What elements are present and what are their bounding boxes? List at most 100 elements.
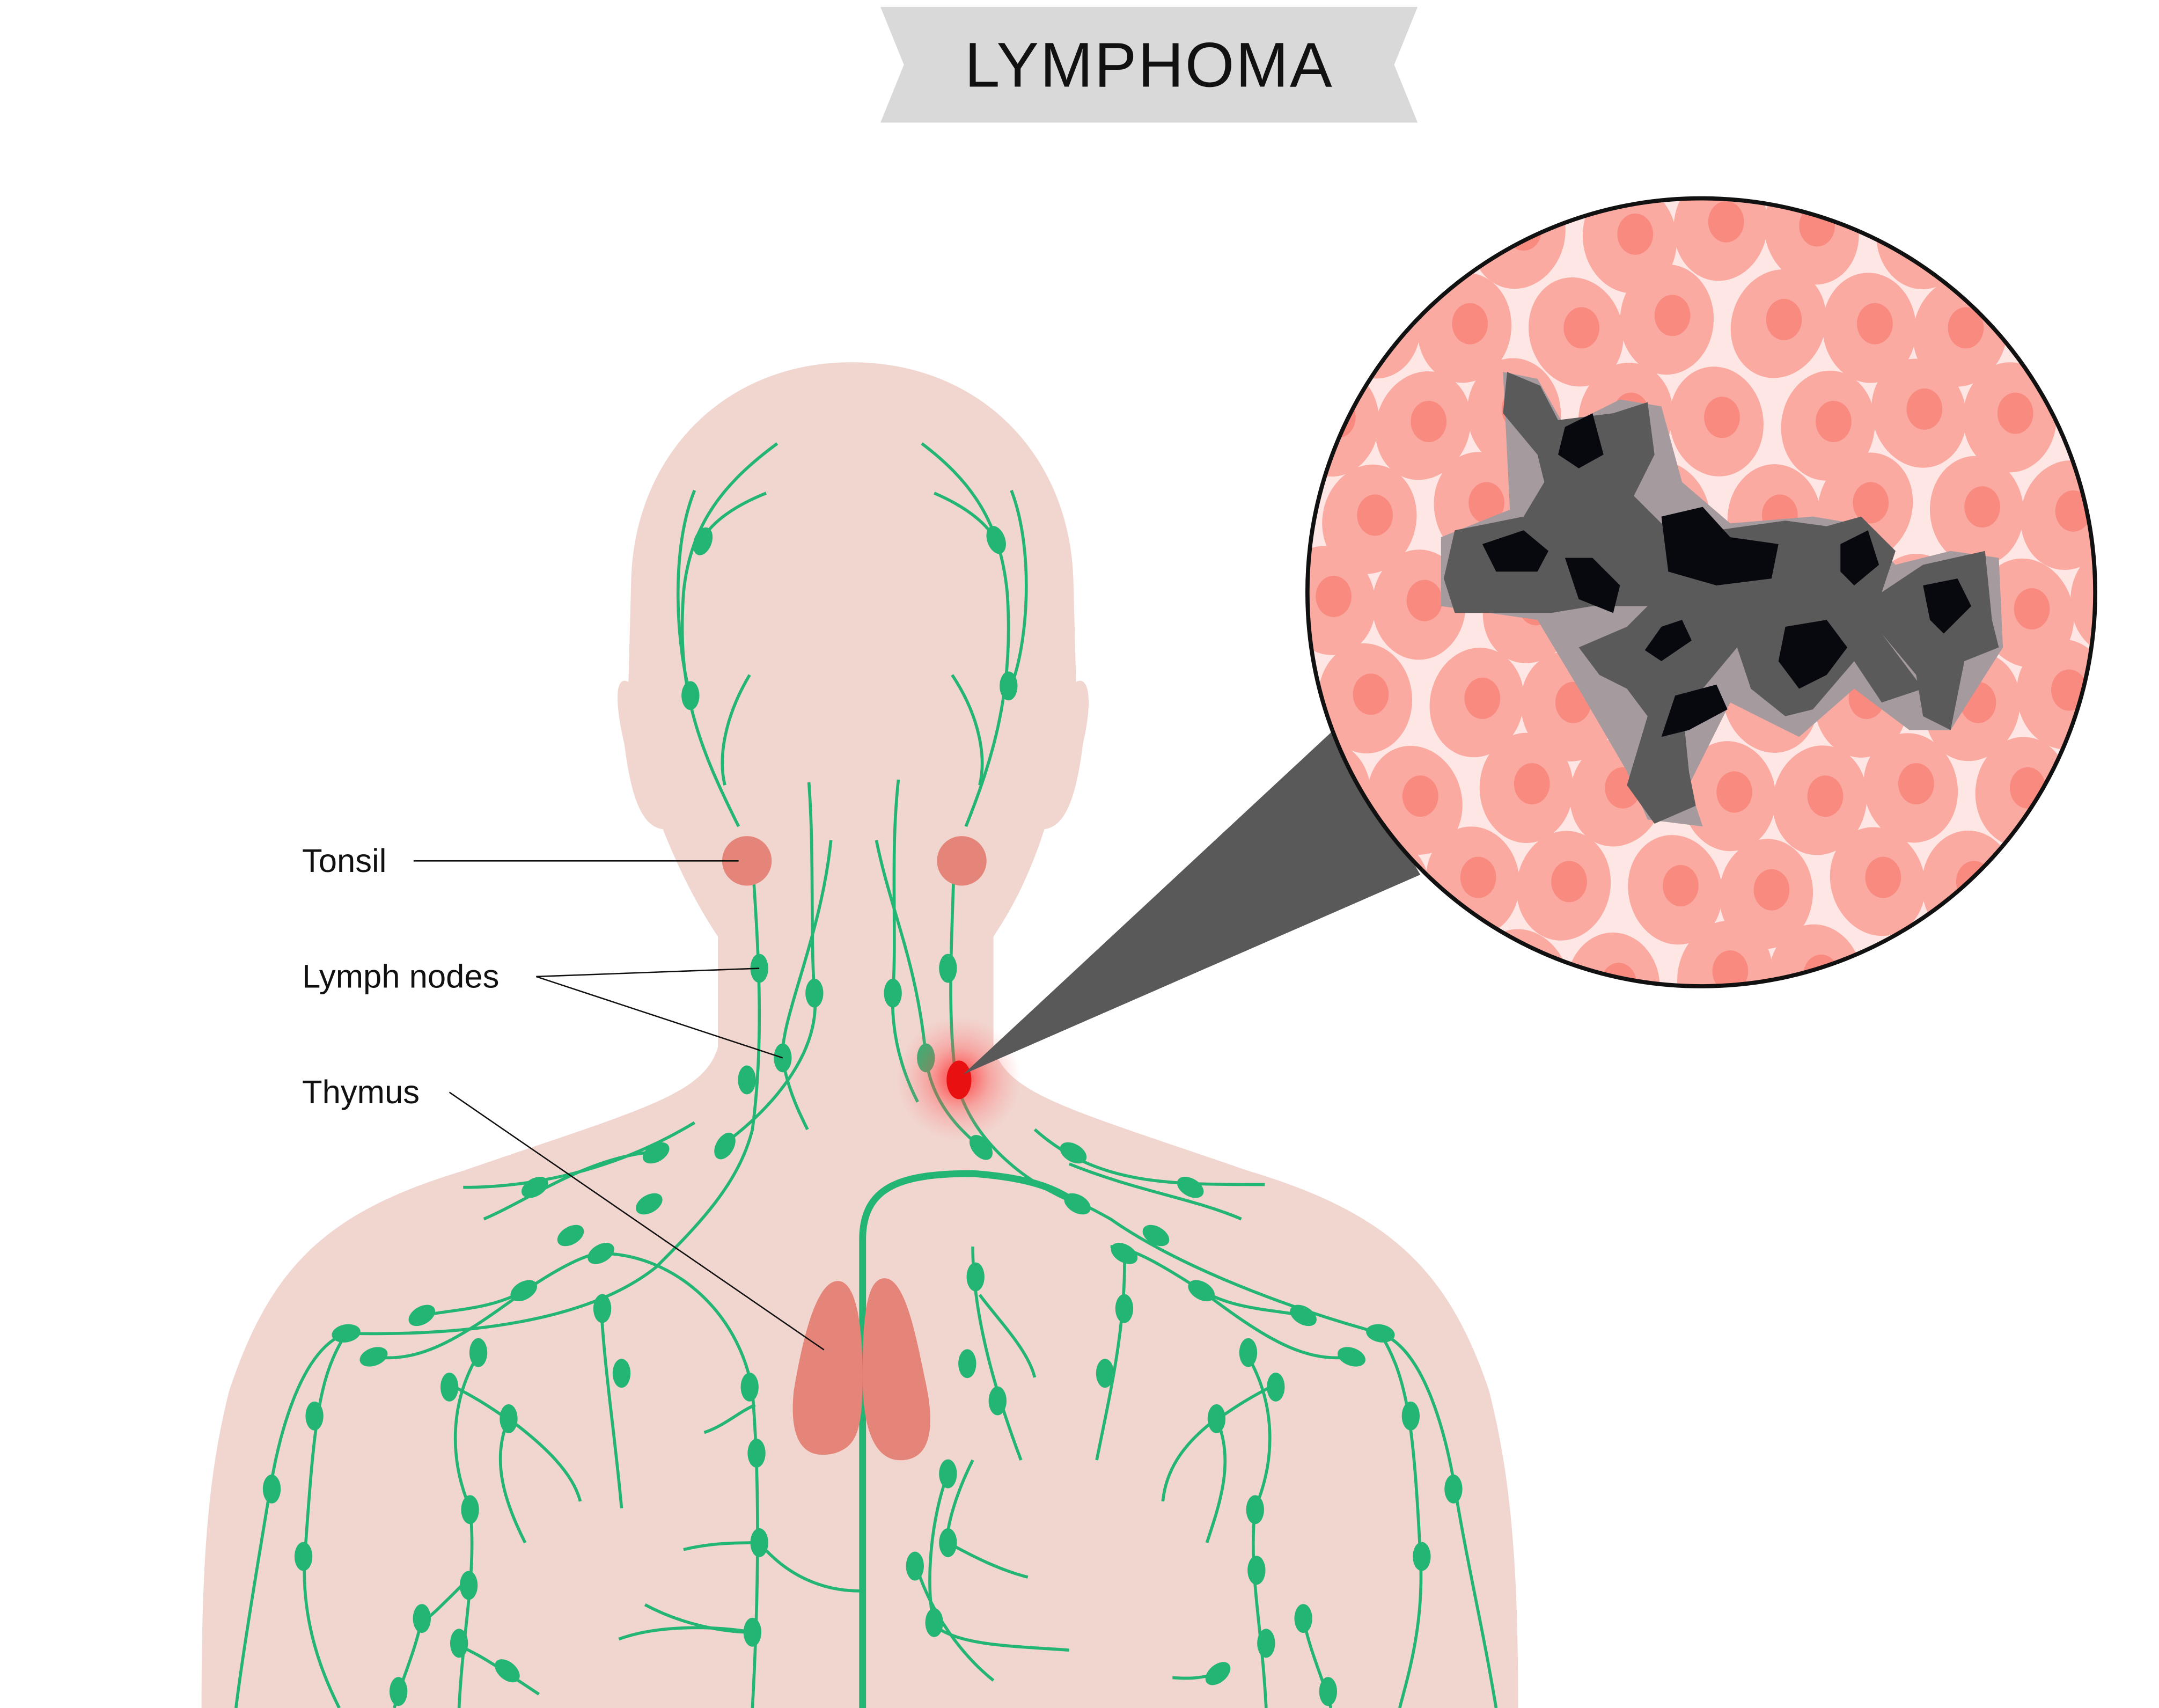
lymph-node: [588, 1243, 614, 1264]
cell-nucleus: [1600, 963, 1637, 986]
lymph-node: [1115, 1294, 1134, 1323]
thymus-leader-line: [449, 1091, 825, 1351]
lymph-node: [969, 1134, 993, 1160]
cell-nucleus: [2009, 767, 2046, 809]
lymph-node: [332, 1324, 361, 1343]
lymph-node: [1205, 1662, 1231, 1685]
cell-nucleus: [1997, 392, 2033, 434]
lymph-node: [1294, 1604, 1312, 1633]
cell-nucleus: [1753, 869, 1790, 911]
cell-nucleus: [1514, 763, 1550, 805]
cell-nucleus: [1419, 954, 1455, 986]
blood-cell: [2079, 198, 2096, 281]
tonsil-label: Tonsil: [302, 842, 386, 879]
cell-nucleus: [1708, 201, 1744, 243]
lymph-node: [294, 1542, 313, 1571]
lymph-node: [1188, 1280, 1215, 1301]
lymph-node: [495, 1659, 520, 1683]
lymph-node: [966, 1262, 985, 1292]
cell-nucleus: [2113, 201, 2149, 243]
lymph-node: [743, 1617, 762, 1647]
lymph-node: [1142, 1225, 1170, 1247]
cell-nucleus: [1563, 307, 1600, 349]
lymph-vessels: [234, 442, 1498, 1708]
cell-nucleus: [2097, 950, 2133, 992]
cell-nucleus: [2109, 397, 2145, 438]
lymph-node: [939, 1459, 957, 1489]
cell-nucleus: [1712, 950, 1749, 986]
cell-nucleus: [1663, 865, 1699, 907]
lymph-node: [413, 1604, 431, 1633]
cell-nucleus: [1460, 856, 1496, 898]
lymph-node: [1257, 1629, 1275, 1658]
lymph-node: [740, 1372, 759, 1402]
cell-nucleus: [2006, 963, 2042, 986]
cell-nucleus: [1510, 958, 1546, 986]
lymph-node: [750, 1528, 768, 1557]
cell-nucleus: [1353, 673, 1389, 715]
cell-nucleus: [2150, 299, 2159, 340]
cell-nucleus: [1464, 677, 1501, 719]
thymus: [792, 1278, 930, 1461]
cell-nucleus: [1452, 303, 1488, 344]
cell-nucleus: [2059, 295, 2096, 336]
lymph-node: [593, 1294, 612, 1323]
lymph-node: [1366, 1324, 1395, 1343]
lymph-node: [389, 1677, 408, 1706]
cell-nucleus: [1357, 494, 1393, 536]
lymph-node: [450, 1629, 468, 1658]
tonsil-left: [722, 836, 772, 886]
blood-cell: [1384, 924, 1479, 986]
cell-nucleus: [1853, 482, 1889, 524]
lymph-node: [262, 1474, 281, 1504]
blood-cell: [1966, 198, 2062, 293]
blood-cell: [2118, 833, 2159, 954]
lymph-node: [305, 1401, 324, 1431]
cell-nucleus: [1964, 486, 2000, 528]
lymph-node: [1096, 1359, 1114, 1388]
cell-nucleus: [1406, 580, 1443, 621]
lymph-node: [714, 1132, 736, 1160]
cell-nucleus: [1766, 299, 1802, 341]
cell-nucleus: [1803, 954, 1839, 986]
cell-nucleus: [1415, 205, 1451, 247]
cell-nucleus: [1704, 397, 1740, 438]
lymph-node: [469, 1338, 488, 1367]
lymph-node: [939, 954, 957, 983]
blood-cell: [2102, 456, 2159, 582]
cell-nucleus: [1307, 950, 1343, 986]
lymph-node: [884, 978, 902, 1008]
lymph-node: [693, 527, 713, 555]
cell-nucleus: [1956, 861, 1992, 903]
thymus-label: Thymus: [302, 1074, 420, 1111]
lymph-node: [636, 1193, 663, 1215]
label-lymph-nodes: Lymph nodes: [302, 958, 783, 1059]
lymph-nodes-leader-line-1: [536, 967, 760, 978]
lymph-nodes-label: Lymph nodes: [302, 958, 500, 995]
lymph-node: [642, 1142, 670, 1164]
lymph-node: [440, 1372, 459, 1402]
cell-nucleus: [1506, 209, 1542, 251]
cell-nucleus: [1914, 958, 1951, 986]
lymph-node: [1444, 1474, 1463, 1504]
cell-nucleus: [2055, 490, 2091, 532]
lymph-node: [1207, 1404, 1226, 1433]
cell-nucleus: [1807, 775, 1844, 817]
lymph-node: [1267, 1372, 1285, 1402]
affected-lymph-node: [946, 1060, 972, 1099]
cell-nucleus: [1468, 482, 1504, 524]
cell-nucleus: [1816, 400, 1852, 442]
cell-nucleus: [1898, 763, 1934, 805]
tonsil-right: [937, 836, 987, 886]
cell-nucleus: [1911, 209, 1947, 251]
blood-cell: [2110, 263, 2159, 384]
lymph-node: [521, 1176, 548, 1198]
blood-cell: [2062, 920, 2096, 986]
lymph-node: [359, 1347, 388, 1367]
lymph-node: [958, 1349, 976, 1379]
cell-nucleus: [1906, 388, 1943, 430]
lymph-node: [1177, 1176, 1204, 1198]
lymph-node: [988, 1386, 1007, 1416]
body-silhouette: [201, 362, 1518, 1708]
